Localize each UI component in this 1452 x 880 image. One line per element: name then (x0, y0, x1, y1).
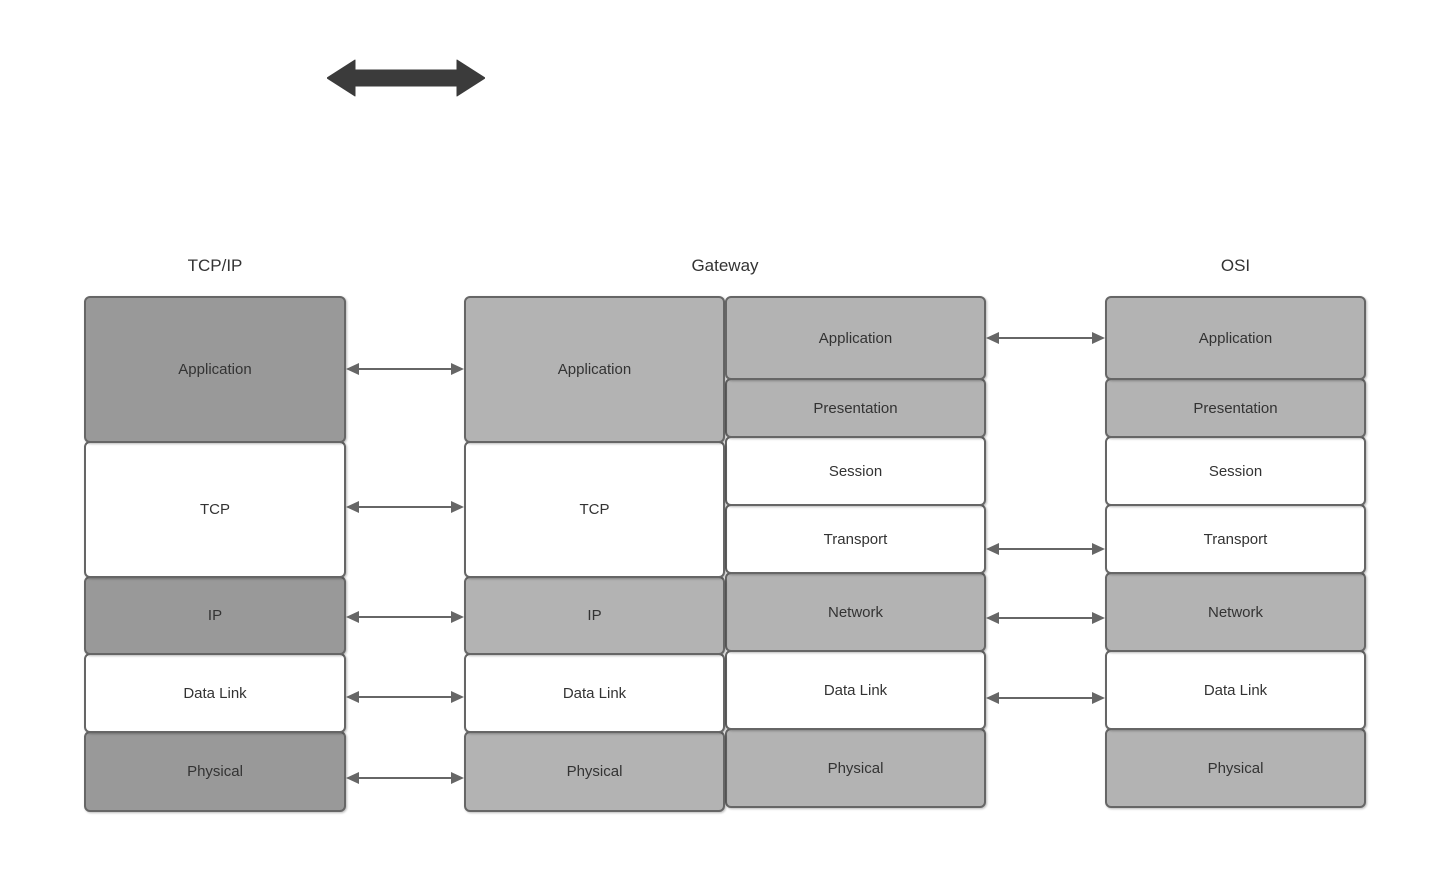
column-title-osi: OSI (1220, 256, 1251, 275)
layer-label: Physical (187, 763, 243, 780)
connector-arrow-data-link (986, 689, 1105, 707)
layer-block: Physical (464, 731, 725, 812)
layer-block: Application (1105, 296, 1366, 380)
layer-block: Data Link (464, 653, 725, 733)
double-headed-arrow-icon (327, 56, 485, 100)
layer-label: IP (207, 607, 223, 624)
connector-arrow-network (986, 609, 1105, 627)
layer-block: TCP (464, 441, 725, 578)
layer-block: Session (725, 436, 986, 506)
layer-block: Application (464, 296, 725, 443)
layer-label: Data Link (183, 684, 247, 702)
layer-block: Transport (725, 504, 986, 574)
layer-block: TCP (84, 441, 346, 578)
layer-block: Transport (1105, 504, 1366, 574)
layer-label: Presentation (813, 399, 898, 417)
layer-label: Session (1208, 462, 1263, 480)
layer-block: Physical (84, 731, 346, 812)
layer-label: Presentation (1193, 399, 1278, 417)
layer-block: Application (84, 296, 346, 443)
layer-label: Physical (566, 763, 623, 780)
layer-label: Application (1198, 329, 1273, 347)
layer-label: Transport (1203, 530, 1268, 548)
layer-label: Network (1207, 603, 1263, 621)
column-title-tcpip: TCP/IP (187, 256, 243, 275)
layer-label: Physical (827, 759, 884, 777)
layer-label: TCP (200, 501, 230, 518)
layer-block: Presentation (1105, 378, 1366, 438)
layer-block: Data Link (84, 653, 346, 733)
layer-label: Data Link (1203, 681, 1268, 699)
connector-arrow-ip (346, 608, 464, 626)
layer-label: Network (827, 603, 883, 621)
layer-block: Physical (725, 728, 986, 808)
layer-label: Application (818, 329, 893, 347)
layer-block: Network (1105, 572, 1366, 652)
layer-label: TCP (579, 501, 610, 518)
layer-block: Session (1105, 436, 1366, 506)
layer-label: IP (587, 607, 602, 624)
connector-arrow-physical (346, 769, 464, 787)
connector-arrow-application (986, 329, 1105, 347)
layer-label: Application (178, 361, 252, 378)
layer-block: IP (84, 576, 346, 655)
connector-arrow-transport (986, 540, 1105, 558)
layer-label: Physical (1207, 759, 1264, 777)
connector-arrow-tcp (346, 498, 464, 516)
layer-block: Data Link (1105, 650, 1366, 730)
connector-arrow-data-link (346, 688, 464, 706)
layer-label: Data Link (823, 681, 888, 699)
layer-label: Session (828, 462, 883, 480)
layer-block: Application (725, 296, 986, 380)
layer-block: Physical (1105, 728, 1366, 808)
layer-label: Data Link (562, 684, 627, 702)
layer-block: Presentation (725, 378, 986, 438)
layer-label: Transport (823, 530, 888, 548)
layer-block: IP (464, 576, 725, 655)
layer-block: Data Link (725, 650, 986, 730)
column-title-gateway: Gateway (691, 256, 759, 275)
connector-arrow-application (346, 360, 464, 378)
layer-label: Application (557, 361, 632, 378)
layer-block: Network (725, 572, 986, 652)
